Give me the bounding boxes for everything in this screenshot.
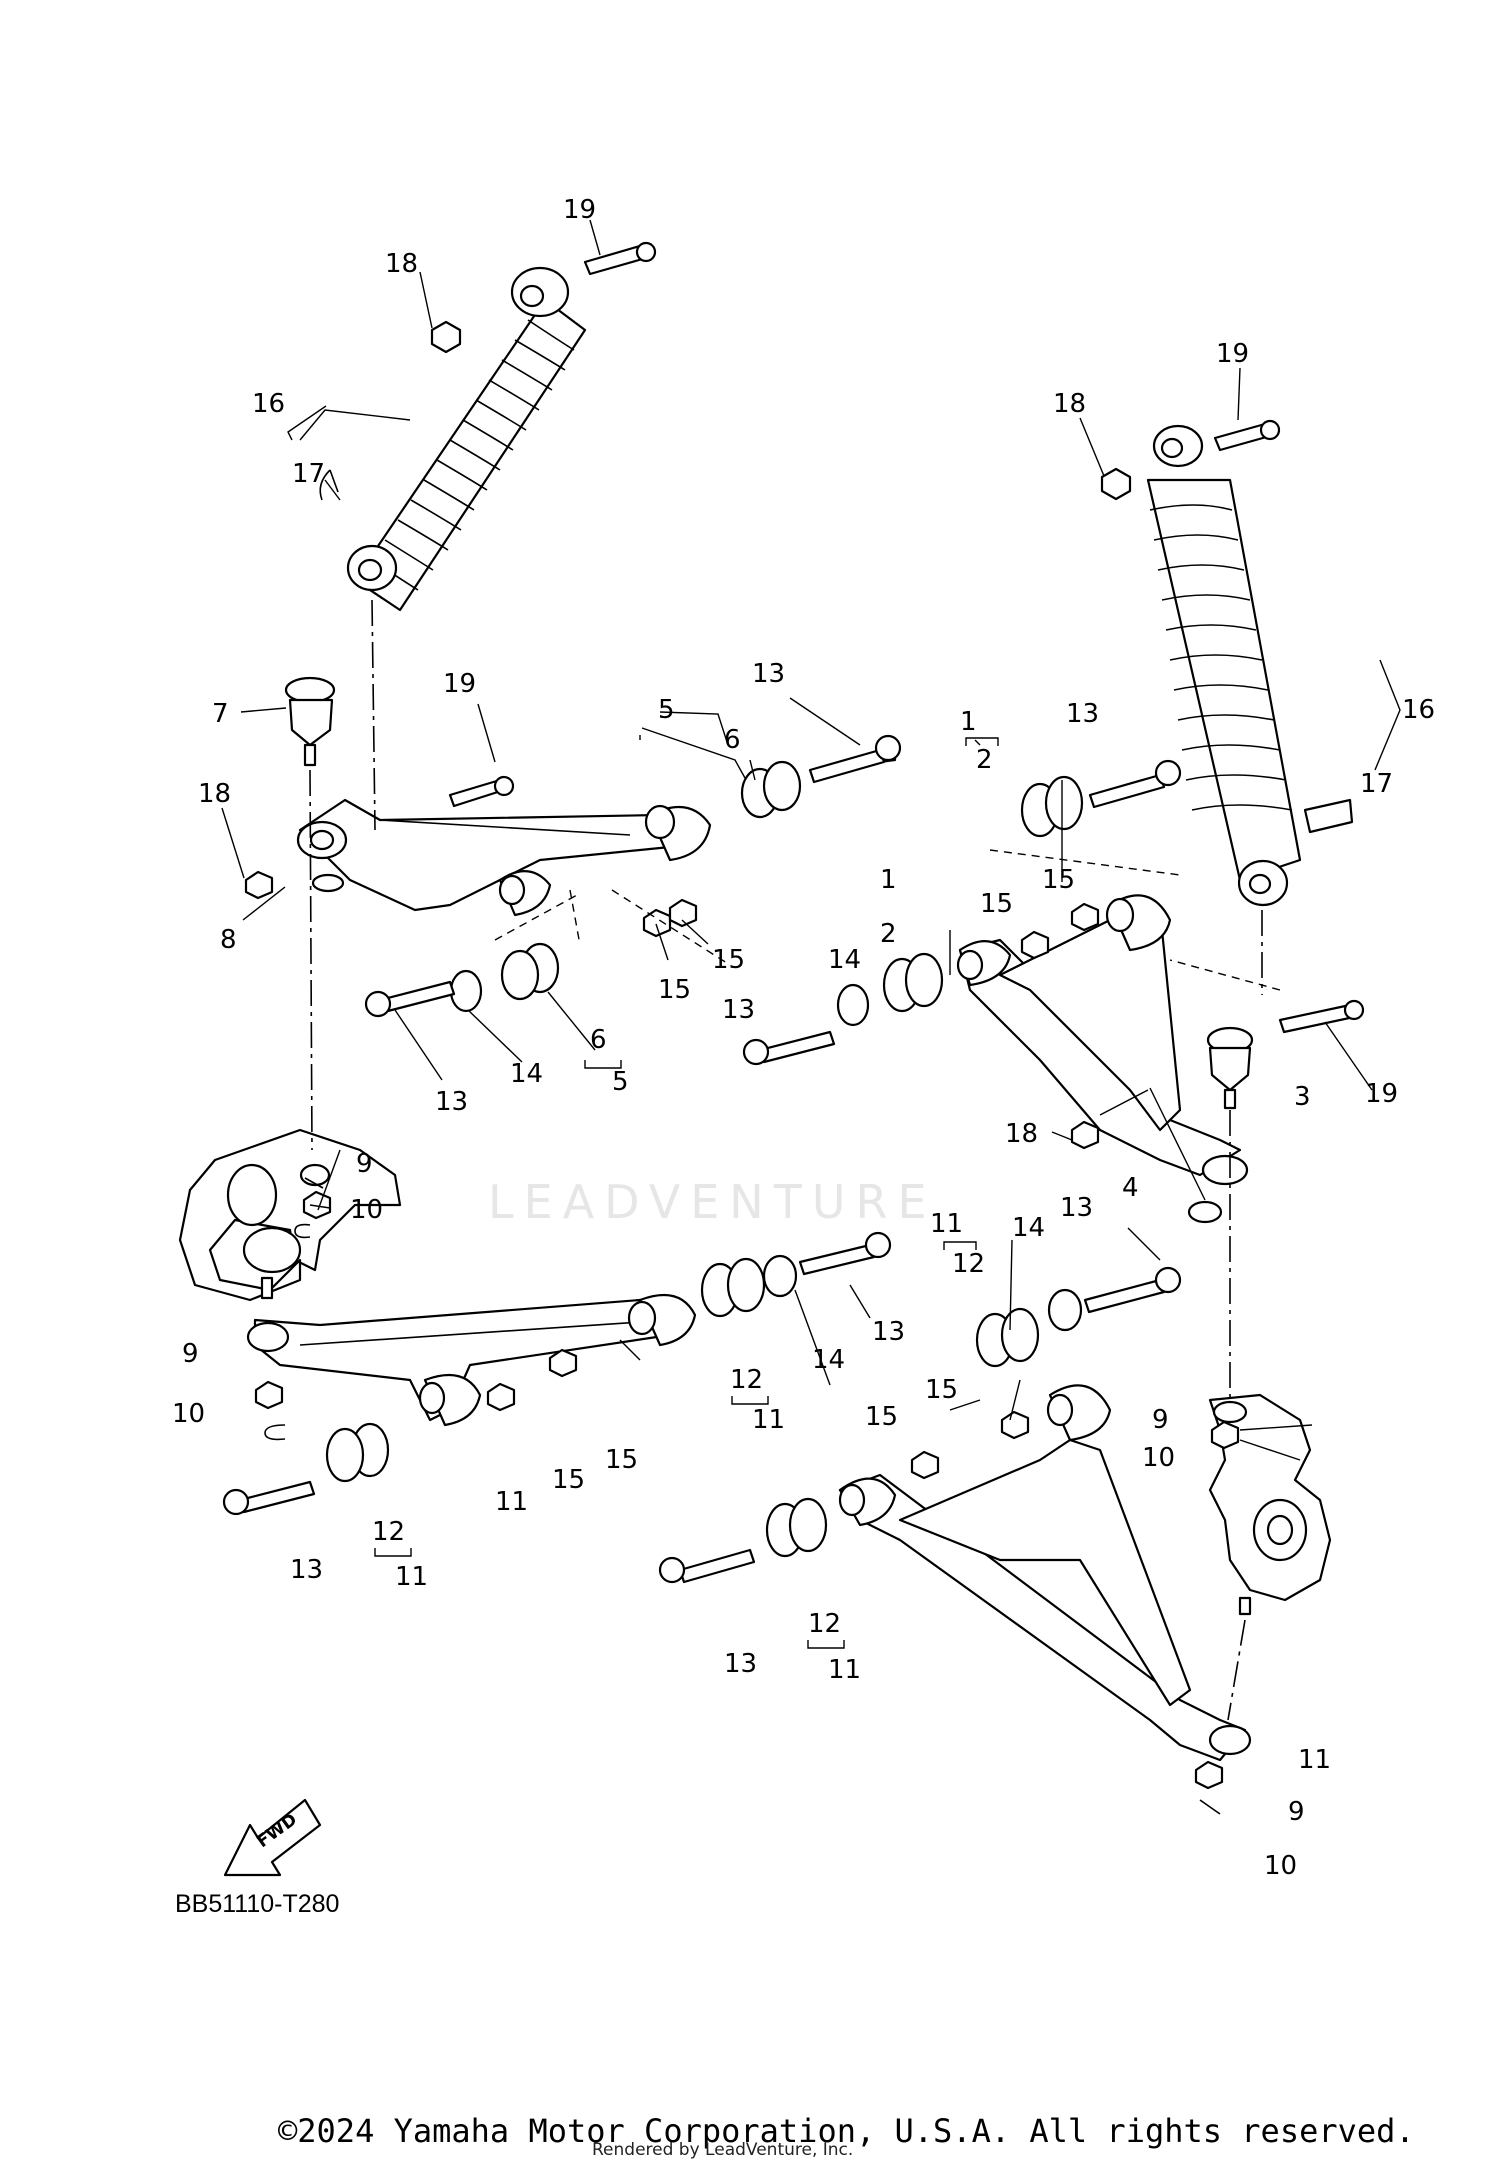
callout-15-right-lower-nut-b: 15	[865, 1402, 898, 1432]
callout-2-right-upper-bushing: 2	[976, 745, 993, 775]
left-shock-absorber[interactable]	[319, 266, 587, 612]
left-lower-a-arm[interactable]	[246, 1293, 697, 1427]
callout-13-left-upper-bolt: 13	[752, 659, 785, 689]
left-steering-knuckle[interactable]	[178, 1128, 402, 1302]
callout-12-left-lower-bushing: 12	[730, 1365, 763, 1395]
callout-14-right-upper-washer: 14	[828, 945, 861, 975]
callout-19-right-shock-bolt: 19	[1216, 339, 1249, 369]
callout-4-right-circlip: 4	[1122, 1173, 1139, 1203]
callout-labels: 19 18 16 17 19 18 7 19 13 5 6 18 8 15 15…	[172, 195, 1435, 1881]
callout-14-right-lower-washer: 14	[1012, 1213, 1045, 1243]
callout-18-right-arm-nut: 18	[1005, 1119, 1038, 1149]
left-upper-bushings[interactable]	[244, 743, 897, 1013]
callout-1-right-upper-arm: 1	[960, 707, 977, 737]
left-upper-bolts[interactable]	[364, 734, 902, 1018]
callout-15-right-upper-nut-b: 15	[980, 889, 1013, 919]
left-shock-hardware[interactable]	[430, 241, 657, 354]
callout-18-left-arm-nut: 18	[198, 779, 231, 809]
right-upper-a-arm[interactable]	[956, 894, 1249, 1186]
callout-brackets	[287, 405, 1401, 1649]
callout-7-upper-ball-joint: 7	[212, 699, 229, 729]
callout-9-left-knuckle-nut: 9	[356, 1149, 373, 1179]
callout-10-left-lower-pin: 10	[172, 1399, 205, 1429]
forward-direction-arrow: FWD	[223, 1798, 322, 1877]
callout-1-right-upper-arm-b: 1	[880, 865, 897, 895]
right-upper-ball-joint[interactable]	[1187, 1026, 1254, 1224]
callout-3-right-ball-joint: 3	[1294, 1082, 1311, 1112]
callout-11-right-lower-arm-b: 11	[828, 1655, 861, 1685]
right-steering-knuckle[interactable]	[1208, 1393, 1332, 1616]
right-shock-absorber[interactable]	[1146, 424, 1354, 907]
callout-11-right-lower-arm: 11	[930, 1209, 963, 1239]
right-lower-a-arm[interactable]	[838, 1384, 1252, 1762]
callout-15-left-lower-nut-a: 15	[552, 1465, 585, 1495]
callout-6-left-upper-bushing: 6	[724, 725, 741, 755]
callout-10-left-cotter-pin: 10	[350, 1195, 383, 1225]
callout-18-right-shock-nut: 18	[1053, 389, 1086, 419]
callout-13-right-upper-bolt-b: 13	[722, 995, 755, 1025]
callout-19-right-arm-bolt: 19	[1365, 1079, 1398, 1109]
left-upper-ball-joint[interactable]	[284, 676, 345, 893]
callout-6-left-upper-bushing-b: 6	[590, 1025, 607, 1055]
callout-13-left-lower-bolt: 13	[872, 1317, 905, 1347]
callout-17-right-shock-label: 17	[1360, 769, 1393, 799]
callout-18-left-shock-nut: 18	[385, 249, 418, 279]
assembly-center-lines	[309, 599, 1281, 1721]
callout-9-right-lower-nut: 9	[1288, 1797, 1305, 1827]
left-upper-a-arm[interactable]	[296, 798, 712, 917]
leader-lines	[221, 219, 1373, 1461]
callout-11-left-lower-arm-b: 11	[495, 1487, 528, 1517]
callout-2-right-upper-bushing-b: 2	[880, 919, 897, 949]
callout-11-right-lower-arm-c: 11	[1298, 1745, 1331, 1775]
callout-15-left-upper-nut-b: 15	[712, 945, 745, 975]
callout-15-right-lower-nut-a: 15	[925, 1375, 958, 1405]
callout-12-right-lower-bushing-b: 12	[808, 1609, 841, 1639]
callout-9-right-knuckle-nut: 9	[1152, 1405, 1169, 1435]
callout-16-left-shock: 16	[252, 389, 285, 419]
callout-16-right-shock: 16	[1402, 695, 1435, 725]
callout-8-circlip: 8	[220, 925, 237, 955]
callout-13-right-lower-bolt: 13	[1060, 1193, 1093, 1223]
callout-19-left-arm-bolt: 19	[443, 669, 476, 699]
callout-13-right-upper-bolt: 13	[1066, 699, 1099, 729]
copyright-notice: ©2024 Yamaha Motor Corporation, U.S.A. A…	[278, 2112, 1415, 2150]
callout-14-left-upper-washer: 14	[510, 1059, 543, 1089]
callout-19-left-shock-bolt: 19	[563, 195, 596, 225]
callout-15-left-upper-nut-a: 15	[658, 975, 691, 1005]
callout-12-right-lower-bushing: 12	[952, 1249, 985, 1279]
callout-11-left-lower-arm: 11	[752, 1405, 785, 1435]
callout-12-left-lower-bushing-b: 12	[372, 1517, 405, 1547]
callout-10-right-lower-pin: 10	[1264, 1851, 1297, 1881]
callout-14-left-lower-washer: 14	[812, 1345, 845, 1375]
callout-17-left-shock-label: 17	[292, 459, 325, 489]
callout-9-left-lower-nut: 9	[182, 1339, 199, 1369]
right-shock-hardware[interactable]	[1100, 419, 1281, 501]
callout-15-left-lower-nut-b: 15	[605, 1445, 638, 1475]
right-upper-bushings-bolts[interactable]	[742, 759, 1365, 1150]
callout-15-right-upper-nut-a: 15	[1042, 865, 1075, 895]
callout-5-left-upper-arm: 5	[658, 695, 675, 725]
callout-13-left-upper-bolt-b: 13	[435, 1087, 468, 1117]
diagram-code: BB51110-T280	[175, 1890, 340, 1918]
right-lower-bushings-bolts[interactable]	[658, 1266, 1224, 1815]
callout-13-right-lower-bolt-b: 13	[724, 1649, 757, 1679]
callout-5-left-upper-arm-b: 5	[612, 1067, 629, 1097]
watermark-text: LEADVENTURE	[488, 1175, 937, 1229]
rendered-by-notice: Rendered by LeadVenture, Inc.	[592, 2140, 854, 2160]
callout-13-left-lower-bolt-b: 13	[290, 1555, 323, 1585]
callout-11-left-lower-arm-c: 11	[395, 1562, 428, 1592]
left-lower-bushings-bolts[interactable]	[222, 1177, 892, 1516]
callout-10-right-cotter-pin: 10	[1142, 1443, 1175, 1473]
